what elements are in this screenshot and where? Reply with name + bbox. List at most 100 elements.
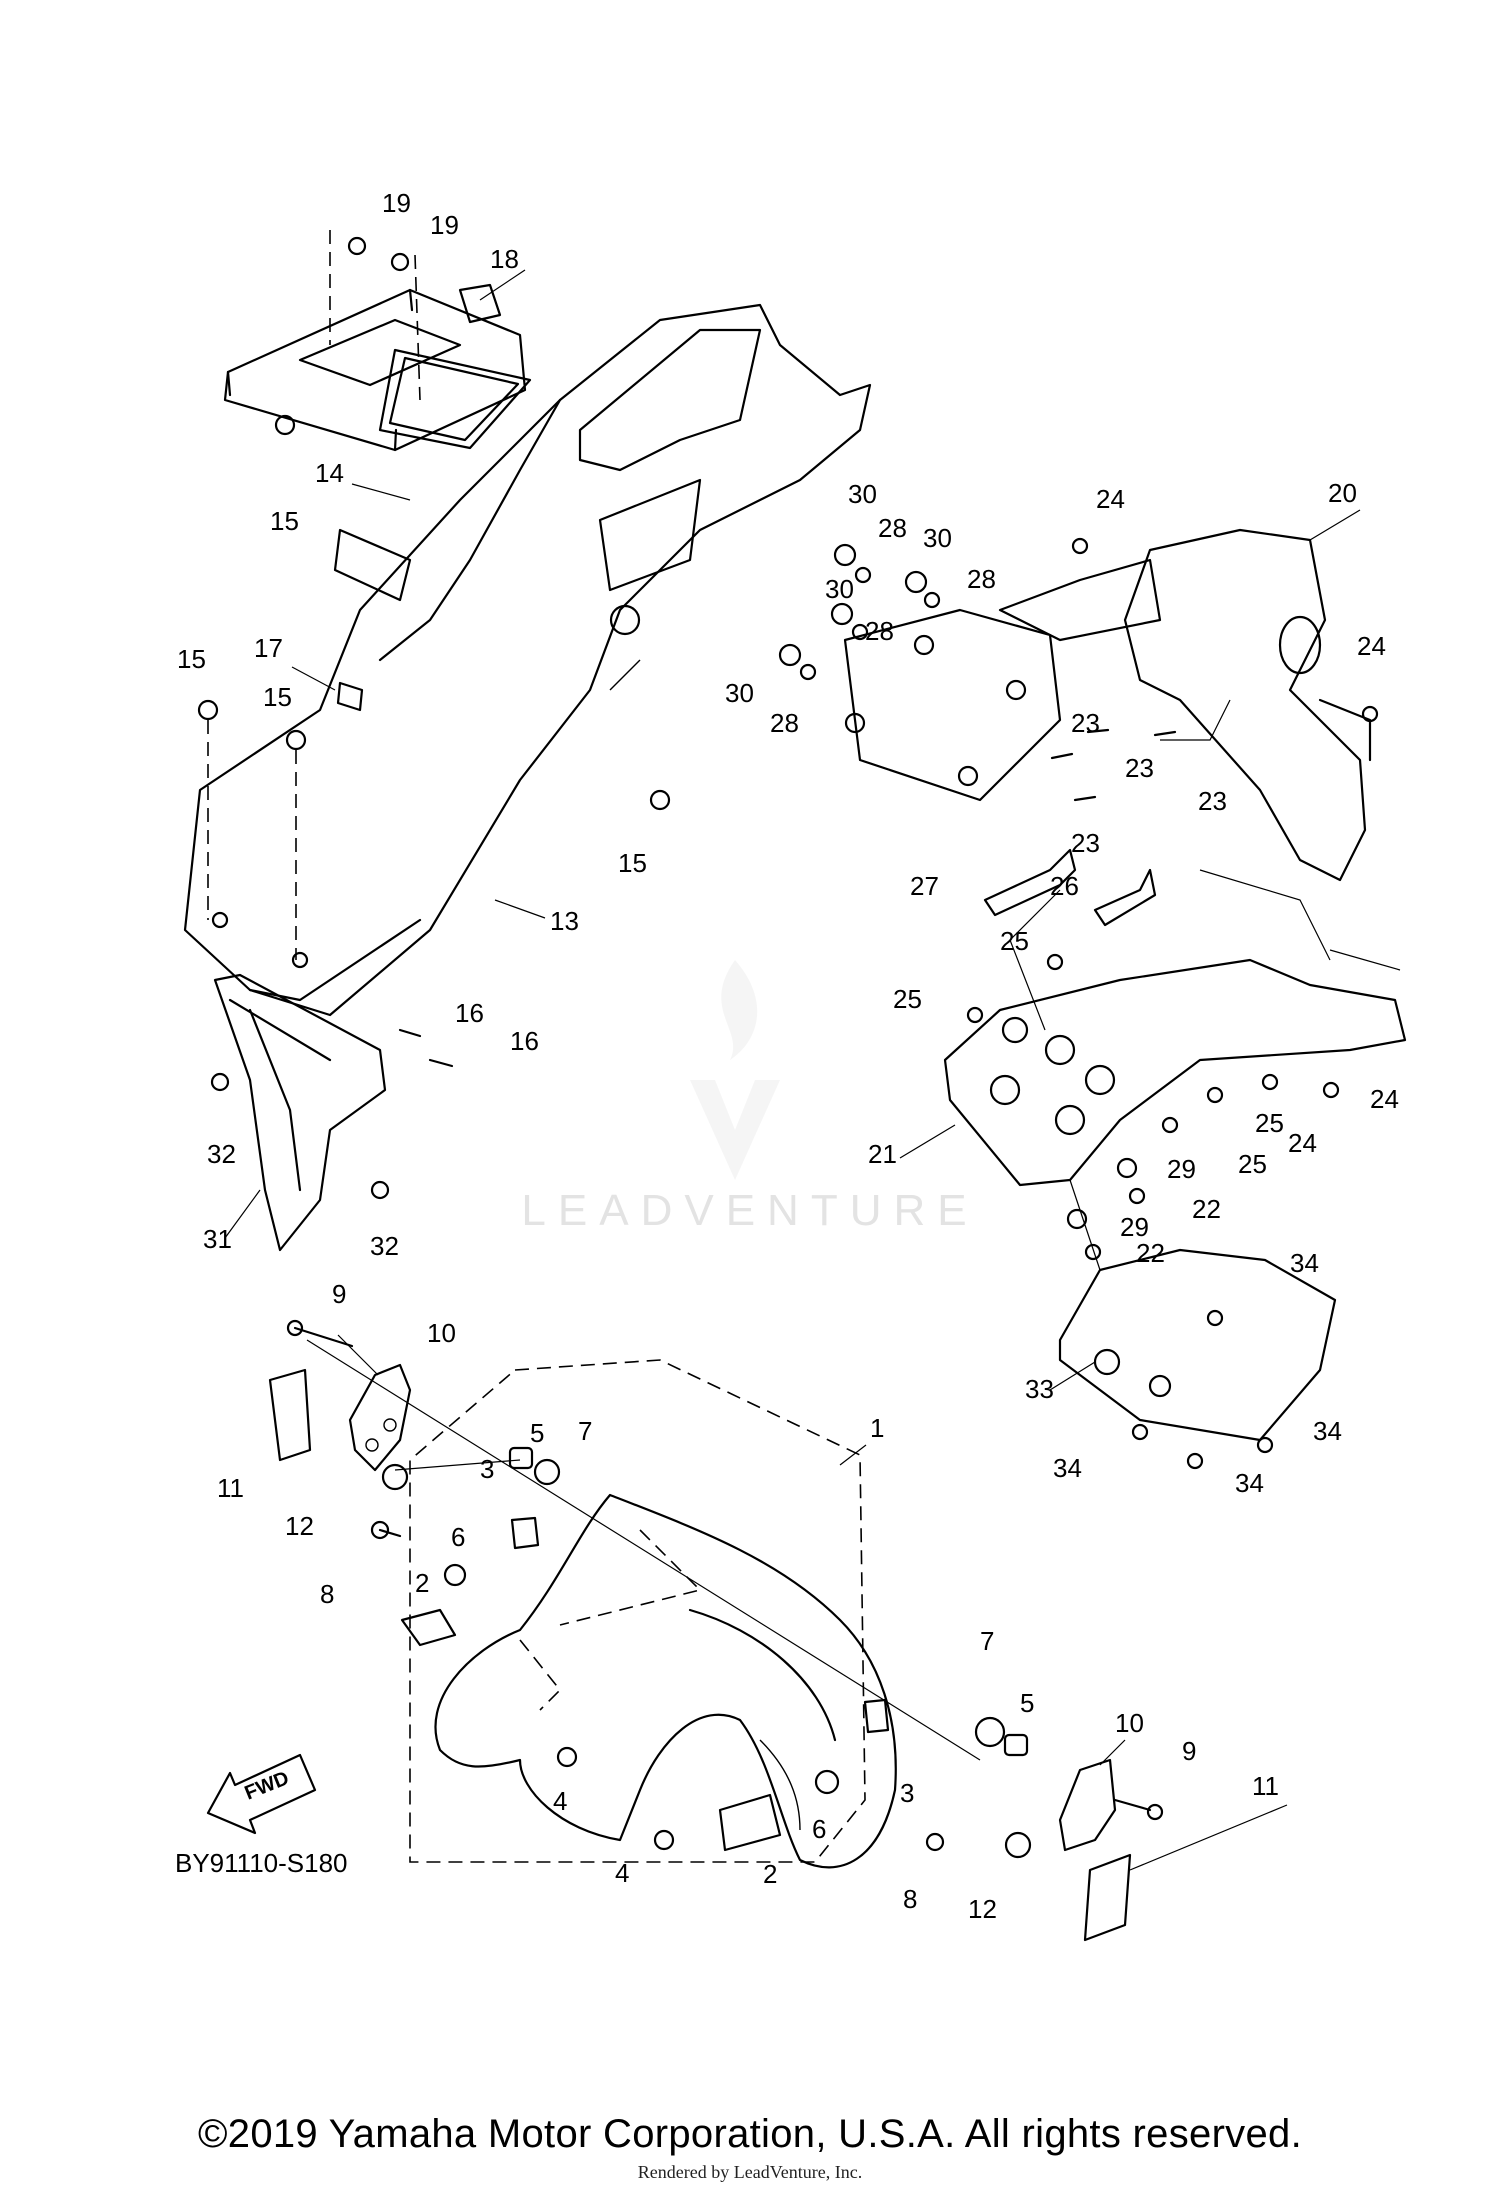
callout-34: 34 [1053,1453,1082,1483]
bolt-part-8-left [370,1520,402,1540]
bolt-part-25 [966,953,1224,1134]
callout-4: 4 [553,1786,567,1816]
callout-8: 8 [320,1579,334,1609]
clip-part-17 [336,681,364,712]
callout-24: 24 [1096,484,1125,514]
callout-23: 23 [1071,828,1100,858]
callout-15: 15 [618,848,647,878]
callout-9: 9 [332,1279,346,1309]
collar-part-28 [799,566,941,681]
bracket-part-10-left [348,1363,412,1472]
collar-part-5-right [1003,1733,1029,1757]
reflector-part-11-right [1083,1853,1132,1942]
callout-22: 22 [1192,1194,1221,1224]
callout-15: 15 [177,644,206,674]
callout-11: 11 [217,1473,244,1503]
callout-25: 25 [1000,926,1029,956]
bracket-part-27 [983,848,1077,917]
mud-flap-part-31 [213,973,387,1252]
clip-part-3-left [510,1516,540,1550]
callout-28: 28 [967,564,996,594]
callout-13: 13 [550,906,579,936]
callout-1: 1 [870,1413,884,1443]
callout-5: 5 [530,1418,544,1448]
bracket-part-26 [1093,868,1157,927]
bolt-part-34 [1131,1309,1274,1470]
callout-6: 6 [451,1522,465,1552]
front-fender-assembly-outline [409,1359,866,1863]
grommet-part-6-right [814,1769,840,1795]
callout-labels: 1 2 2 3 3 4 4 5 5 6 6 7 7 8 8 9 9 10 10 … [177,188,1399,1924]
callout-17: 17 [254,633,283,663]
callout-24: 24 [1288,1128,1317,1158]
fwd-label: FWD [242,1767,292,1804]
spacer-part-12-left [381,1463,409,1491]
callout-19: 19 [430,210,459,240]
callout-18: 18 [490,244,519,274]
callout-30: 30 [825,574,854,604]
cover-plate-part-14 [378,348,532,450]
callout-34: 34 [1313,1416,1342,1446]
callout-19: 19 [382,188,411,218]
seat-bracket [843,608,1062,802]
callout-26: 26 [1050,871,1079,901]
callout-30: 30 [923,523,952,553]
callout-28: 28 [770,708,799,738]
front-fender-part-1 [434,1493,897,1869]
bolt-part-32 [210,1072,390,1200]
storage-tray-part-18 [223,230,527,452]
callout-31: 31 [203,1224,232,1254]
callout-6: 6 [812,1814,826,1844]
callout-21: 21 [868,1139,897,1169]
callout-30: 30 [848,479,877,509]
decal-part-2 [400,1608,782,1852]
callout-29: 29 [1120,1212,1149,1242]
watermark-text: LEADVENTURE [521,1186,979,1235]
callout-12: 12 [968,1894,997,1924]
bolt-part-19 [347,236,410,272]
callout-20: 20 [1328,478,1357,508]
callout-33: 33 [1025,1374,1054,1404]
callout-8: 8 [903,1884,917,1914]
callout-16: 16 [510,1026,539,1056]
tail-cowl-part-20 [998,528,1372,882]
callout-23: 23 [1071,708,1100,738]
reflector-part-11-left [268,1368,312,1462]
callout-30: 30 [725,678,754,708]
callout-5: 5 [1020,1688,1034,1718]
bracket-part-10-right [1058,1758,1117,1852]
callout-10: 10 [427,1318,456,1348]
callout-23: 23 [1125,753,1154,783]
callout-3: 3 [900,1778,914,1808]
callout-4: 4 [615,1858,629,1888]
callout-28: 28 [878,513,907,543]
callout-25: 25 [1255,1108,1284,1138]
callout-25: 25 [1238,1149,1267,1179]
callout-25: 25 [893,984,922,1014]
fastener-part-4 [556,1746,675,1851]
collar-part-29 [1066,1157,1138,1230]
clip-part-16 [398,1028,454,1068]
callout-10: 10 [1115,1708,1144,1738]
callout-32: 32 [207,1139,236,1169]
callout-22: 22 [1136,1238,1165,1268]
callout-34: 34 [1235,1468,1264,1498]
copyright-notice: ©2019 Yamaha Motor Corporation, U.S.A. A… [198,2112,1302,2156]
lower-bracket-part-21 [943,958,1407,1187]
callout-9: 9 [1182,1736,1196,1766]
callout-15: 15 [270,506,299,536]
callout-28: 28 [865,616,894,646]
callout-32: 32 [370,1231,399,1261]
grommet-part-7-left [533,1458,561,1486]
spacer-part-12-right [1004,1831,1032,1859]
leadventure-watermark-logo [690,960,780,1180]
callout-24: 24 [1370,1084,1399,1114]
rendered-by-credit: Rendered by LeadVenture, Inc. [637,2162,863,2182]
callout-16: 16 [455,998,484,1028]
nut-part-22 [1084,1187,1146,1261]
clip-part-3-right [863,1698,890,1734]
nut-part-23 [1050,728,1177,802]
leader-lines [224,269,1361,1871]
grommet-part-6-left [443,1563,467,1587]
